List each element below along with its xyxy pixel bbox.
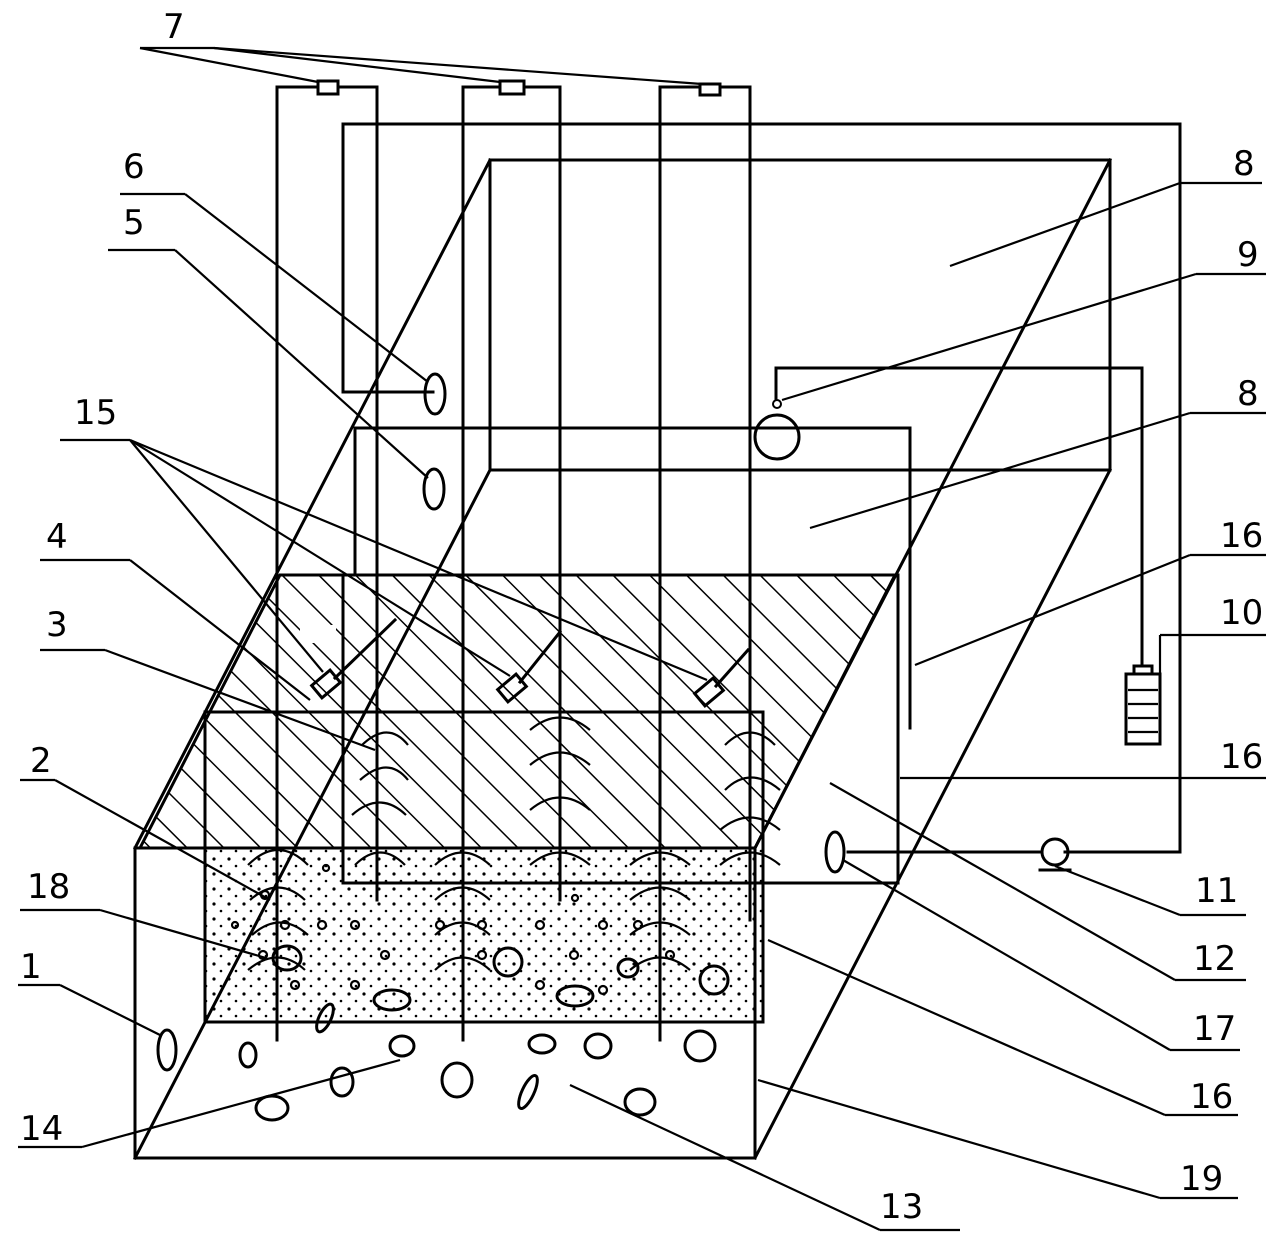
label-1: 1: [20, 947, 42, 987]
label-5: 5: [123, 203, 145, 243]
label-13: 13: [880, 1187, 923, 1227]
battery-icon: [1124, 664, 1162, 746]
label-17: 17: [1193, 1009, 1236, 1049]
resistor-2: [498, 79, 526, 96]
label-12: 12: [1193, 939, 1236, 979]
label-8a: 8: [1233, 144, 1255, 184]
label-18: 18: [27, 867, 70, 907]
pump-icon: [1038, 837, 1072, 872]
label-15: 15: [74, 393, 117, 433]
label-16b: 16: [1220, 737, 1263, 777]
circulation-pipe: [341, 122, 1182, 854]
port-17: [824, 830, 846, 874]
gas-bubbles: [247, 716, 781, 971]
pore-particles: [230, 863, 676, 996]
label-2: 2: [30, 741, 52, 781]
port-5: [422, 467, 446, 511]
part-labels: 7 6 5 8 9 8 15 16 4 3 10 16 2 18 1 11 12…: [20, 7, 1263, 1227]
resistor-1: [316, 79, 340, 96]
label-7: 7: [163, 7, 185, 47]
label-9: 9: [1237, 235, 1259, 275]
porous-media-zone: [203, 710, 765, 1024]
label-8b: 8: [1237, 374, 1259, 414]
ports: [156, 372, 846, 1072]
label-4: 4: [46, 517, 68, 557]
label-16c: 16: [1190, 1077, 1233, 1117]
leader-lines: [18, 46, 1266, 1232]
meter-icon: [753, 366, 1144, 667]
label-10: 10: [1220, 593, 1263, 633]
label-14: 14: [20, 1109, 63, 1149]
label-19: 19: [1180, 1159, 1223, 1199]
electrode-rods: [275, 79, 752, 1042]
electrode-tips: [309, 617, 751, 708]
label-6: 6: [123, 147, 145, 187]
port-1: [156, 1028, 178, 1072]
label-16a: 16: [1220, 516, 1263, 556]
resistor-3: [698, 82, 722, 97]
gravel-pebbles: [238, 944, 730, 1122]
label-11: 11: [1195, 871, 1238, 911]
label-3: 3: [46, 605, 68, 645]
port-6: [423, 372, 447, 416]
